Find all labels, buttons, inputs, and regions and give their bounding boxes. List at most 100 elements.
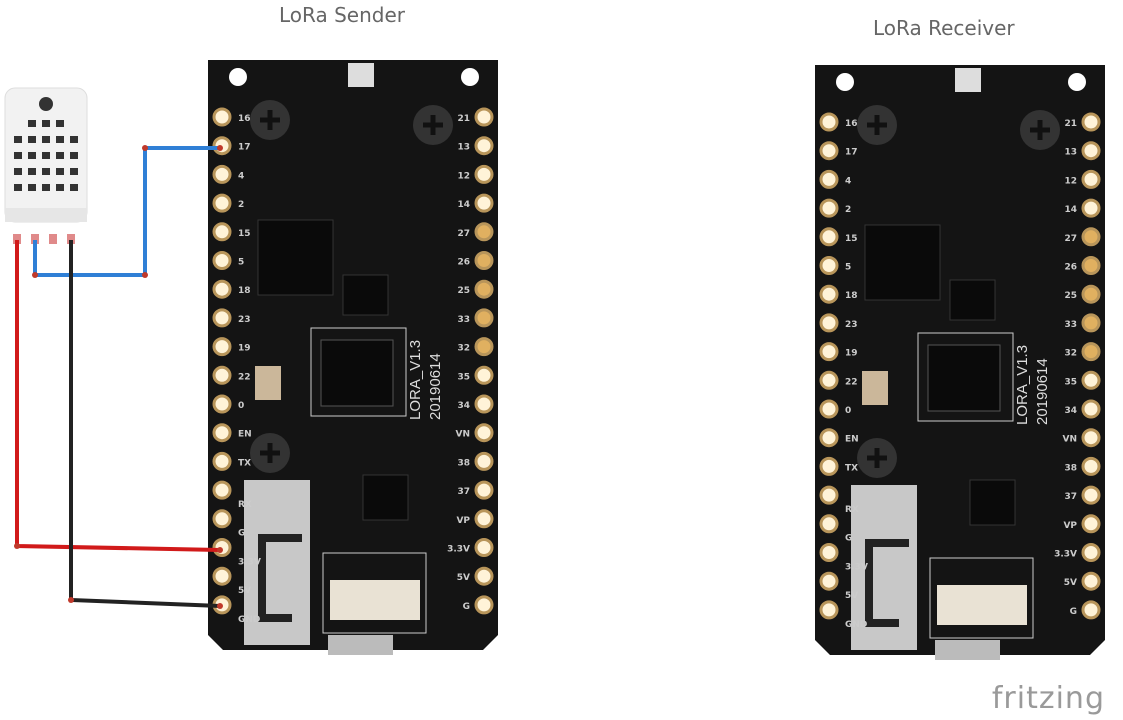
pin-left[interactable] xyxy=(212,509,232,529)
pin-label: 32 xyxy=(457,344,470,354)
pin-right[interactable] xyxy=(474,107,494,127)
wire-bendpoint[interactable] xyxy=(142,145,148,151)
pin-left[interactable] xyxy=(819,514,839,534)
sensor-pin[interactable] xyxy=(31,234,39,244)
pin-left[interactable] xyxy=(212,365,232,385)
wire-bendpoint[interactable] xyxy=(142,272,148,278)
pin-right[interactable] xyxy=(474,251,494,270)
pin-left[interactable] xyxy=(212,107,232,127)
wire-vcc[interactable] xyxy=(15,240,221,552)
pin-left[interactable] xyxy=(212,193,232,213)
sensor-pin[interactable] xyxy=(49,234,57,244)
battery-connector[interactable] xyxy=(330,580,420,620)
pin-right[interactable] xyxy=(474,423,494,443)
wire-bendpoint[interactable] xyxy=(32,272,38,278)
pin-left[interactable] xyxy=(819,227,839,247)
wire-bendpoint[interactable] xyxy=(68,597,74,603)
pin-left[interactable] xyxy=(212,337,232,357)
pin-left[interactable] xyxy=(212,451,232,471)
sensor-pin[interactable] xyxy=(13,234,21,244)
pin-left[interactable] xyxy=(819,141,839,161)
pin-left[interactable] xyxy=(819,600,839,620)
pin-right[interactable] xyxy=(474,566,494,586)
pin-left[interactable] xyxy=(212,222,232,242)
pin-right[interactable] xyxy=(474,222,494,242)
pin-right[interactable] xyxy=(1081,342,1101,362)
pin-right[interactable] xyxy=(474,279,494,299)
pin-right[interactable] xyxy=(474,337,494,357)
pin-left[interactable] xyxy=(819,485,839,505)
dht-sensor[interactable] xyxy=(4,87,88,244)
pin-left[interactable] xyxy=(212,538,232,557)
pin-right[interactable] xyxy=(474,538,494,557)
pin-right[interactable] xyxy=(1081,571,1101,591)
pin-right[interactable] xyxy=(474,480,494,500)
wire-bendpoint[interactable] xyxy=(217,145,223,151)
pin-left[interactable] xyxy=(819,313,839,333)
pin-left[interactable] xyxy=(212,566,232,586)
pin-left[interactable] xyxy=(819,169,839,189)
sensor-pin[interactable] xyxy=(67,234,75,244)
pin-left[interactable] xyxy=(819,370,839,390)
pin-right[interactable] xyxy=(1081,485,1101,505)
pin-label: VN xyxy=(456,430,471,440)
pin-right[interactable] xyxy=(1081,198,1101,218)
pin-label: 34 xyxy=(457,401,470,411)
pin-left[interactable] xyxy=(819,342,839,362)
pin-left[interactable] xyxy=(212,136,232,156)
pin-left[interactable] xyxy=(212,164,232,184)
pin-right[interactable] xyxy=(1081,169,1101,189)
pin-right[interactable] xyxy=(474,193,494,213)
pin-left[interactable] xyxy=(819,543,839,562)
pin-right[interactable] xyxy=(1081,428,1101,448)
pin-right[interactable] xyxy=(1081,370,1101,390)
pin-right[interactable] xyxy=(1081,313,1101,333)
crystal xyxy=(862,371,888,405)
pin-label: 26 xyxy=(457,258,470,268)
pin-left[interactable] xyxy=(819,571,839,591)
pin-left[interactable] xyxy=(819,198,839,218)
pin-right[interactable] xyxy=(1081,112,1101,132)
pin-left[interactable] xyxy=(212,308,232,328)
pin-right[interactable] xyxy=(474,451,494,471)
pin-label: 38 xyxy=(1064,463,1077,473)
pin-right[interactable] xyxy=(1081,256,1101,275)
wire-bendpoint[interactable] xyxy=(217,603,223,609)
usb-port[interactable] xyxy=(328,635,393,655)
pin-right[interactable] xyxy=(474,365,494,385)
pin-left[interactable] xyxy=(819,112,839,132)
pin-right[interactable] xyxy=(474,164,494,184)
pin-right[interactable] xyxy=(1081,399,1101,419)
pin-left[interactable] xyxy=(819,399,839,419)
pin-right[interactable] xyxy=(474,136,494,156)
pin-right[interactable] xyxy=(1081,543,1101,562)
pin-left[interactable] xyxy=(819,256,839,275)
pin-left[interactable] xyxy=(212,251,232,270)
pin-left[interactable] xyxy=(212,394,232,414)
pin-right[interactable] xyxy=(1081,227,1101,247)
pin-right[interactable] xyxy=(1081,514,1101,534)
pin-right[interactable] xyxy=(1081,456,1101,476)
pin-right[interactable] xyxy=(474,509,494,529)
pin-right[interactable] xyxy=(1081,141,1101,161)
pin-left[interactable] xyxy=(819,456,839,476)
pin-label: GND xyxy=(845,620,867,630)
pin-left[interactable] xyxy=(212,423,232,443)
pin-right[interactable] xyxy=(1081,600,1101,620)
pin-right[interactable] xyxy=(474,595,494,615)
pin-right[interactable] xyxy=(474,394,494,414)
battery-connector[interactable] xyxy=(937,585,1027,625)
grille-slot xyxy=(70,168,78,175)
pin-left[interactable] xyxy=(819,428,839,448)
wire-bendpoint[interactable] xyxy=(217,547,223,553)
pin-left[interactable] xyxy=(212,480,232,500)
pin-right[interactable] xyxy=(1081,284,1101,304)
usb-port[interactable] xyxy=(935,640,1000,660)
pin-label: 34 xyxy=(1064,406,1077,416)
pin-left[interactable] xyxy=(819,284,839,304)
pin-label: 14 xyxy=(457,200,470,210)
wire-bendpoint[interactable] xyxy=(14,543,20,549)
pin-right[interactable] xyxy=(474,308,494,328)
pin-left[interactable] xyxy=(212,279,232,299)
pin-label: 27 xyxy=(457,229,470,239)
